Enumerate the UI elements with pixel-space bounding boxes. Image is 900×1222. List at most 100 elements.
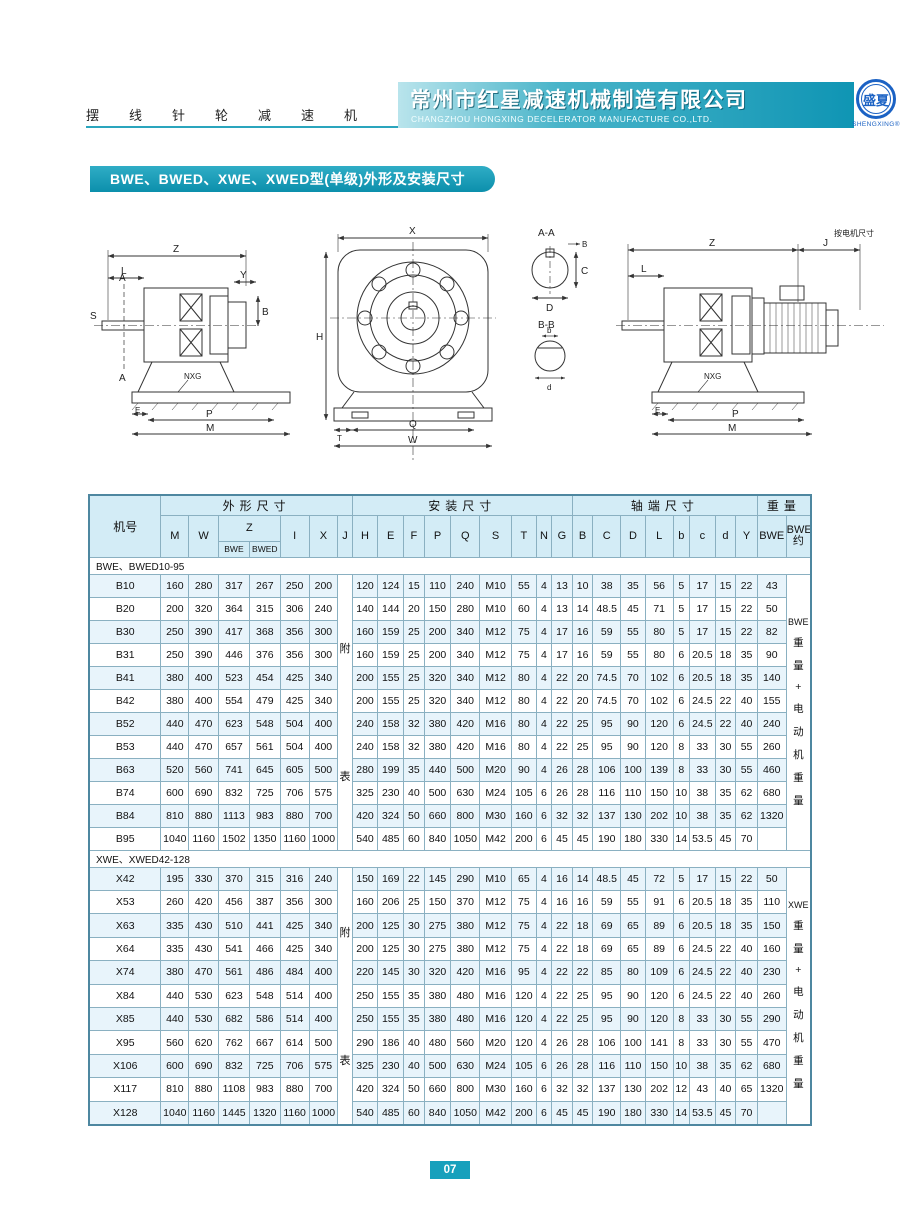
col-header: E (377, 514, 405, 558)
dim-cell: 12 (672, 1077, 690, 1102)
dim-cell: 4 (535, 573, 553, 598)
dim-cell: 300 (308, 889, 339, 915)
dim-cell: 22 (735, 596, 758, 621)
dim-cell: 50 (403, 1077, 425, 1102)
dim-cell: 125 (377, 913, 405, 938)
dim-cell: 667 (248, 1030, 281, 1055)
dim-cell: 50 (756, 866, 787, 891)
col-header: BWE (756, 514, 787, 558)
dim-cell: 109 (644, 960, 674, 985)
dim-cell: 25 (403, 889, 425, 915)
dim-cell: 26 (551, 780, 573, 805)
dim-cell: 155 (377, 688, 405, 713)
dim-cell: 69 (592, 936, 622, 962)
dim-cell: 306 (279, 596, 310, 621)
model-cell: B30 (88, 619, 162, 644)
note-char: + (795, 964, 802, 976)
dim-cell: 22 (714, 960, 737, 985)
dim-label: X (409, 226, 416, 237)
dim-cell: 554 (218, 688, 250, 713)
dim-cell: 18 (714, 889, 737, 915)
dim-cell: 100 (620, 757, 646, 782)
dim-cell: 983 (248, 1077, 281, 1102)
dim-cell: 22 (735, 573, 758, 598)
dim-cell: 24.5 (688, 983, 716, 1008)
col-header: N (535, 514, 553, 558)
dim-cell: 55 (735, 1006, 758, 1032)
dim-cell: 440 (160, 711, 190, 736)
dim-label: Q (409, 419, 417, 430)
dim-cell: 32 (571, 803, 594, 828)
dim-cell: 520 (160, 757, 190, 782)
dim-cell: 38 (688, 803, 716, 828)
dim-cell: 85 (592, 960, 622, 985)
dim-cell: 26 (551, 1030, 573, 1055)
dim-cell: 14 (571, 866, 594, 891)
dim-cell: 110 (423, 573, 452, 598)
dim-cell: 1040 (160, 1100, 190, 1126)
dim-cell: 200 (511, 826, 537, 851)
model-cell: X84 (88, 983, 162, 1008)
dim-cell: 60 (511, 596, 537, 621)
dim-label: B (262, 307, 269, 318)
dim-cell: 74.5 (592, 665, 622, 690)
dim-cell: 82 (756, 619, 787, 644)
dim-cell: 13 (551, 573, 573, 598)
dim-cell: 32 (403, 734, 425, 759)
dim-cell: 24.5 (688, 688, 716, 713)
note-char: 重 (793, 920, 804, 932)
dim-cell: 485 (377, 826, 405, 851)
dim-cell: 24.5 (688, 711, 716, 736)
col-header: S (479, 514, 513, 558)
col-header: T (511, 514, 537, 558)
dim-cell: 25 (403, 619, 425, 644)
dim-cell: 200 (308, 573, 339, 598)
dim-cell: 59 (592, 889, 622, 915)
dim-cell: 95 (592, 711, 622, 736)
dim-cell: 15 (714, 573, 737, 598)
dim-cell: 59 (592, 642, 622, 667)
note-char: 电 (793, 986, 804, 998)
dim-cell: 660 (423, 1077, 452, 1102)
dim-cell: 75 (511, 913, 537, 938)
col-header: B (571, 514, 594, 558)
dim-cell: 160 (351, 642, 379, 667)
model-cell: X117 (88, 1077, 162, 1102)
note-char: 附 (339, 643, 351, 655)
dim-cell: 95 (592, 983, 622, 1008)
dim-cell: 35 (620, 573, 646, 598)
dim-cell: 155 (377, 1006, 405, 1032)
dim-cell: 504 (279, 711, 310, 736)
dim-cell: 40 (403, 1030, 425, 1055)
company-name-en: CHANGZHOU HONGXING DECELERATOR MANUFACTU… (411, 114, 713, 124)
dim-cell: 316 (279, 866, 310, 891)
col-subheader: BWE (218, 540, 250, 558)
dim-cell: 75 (511, 936, 537, 962)
dim-cell: 500 (308, 1030, 339, 1055)
dim-cell: 460 (756, 757, 787, 782)
dim-cell: 510 (218, 913, 250, 938)
dim-cell: 725 (248, 1053, 281, 1079)
dim-cell: 340 (308, 913, 339, 938)
dim-cell: 120 (511, 1006, 537, 1032)
section-row: XWE、XWED42-128 (88, 849, 812, 868)
note-char: 重 (793, 1055, 804, 1067)
dim-cell: 340 (308, 665, 339, 690)
dim-cell: 320 (423, 688, 452, 713)
model-cell: X74 (88, 960, 162, 985)
dim-cell: 700 (308, 803, 339, 828)
dim-cell: 102 (644, 665, 674, 690)
dim-cell: 91 (644, 889, 674, 915)
dim-cell: 1000 (308, 826, 339, 851)
section-label: A-A (538, 228, 555, 239)
model-cell: B63 (88, 757, 162, 782)
dim-cell: 560 (450, 1030, 481, 1055)
dim-cell: 4 (535, 619, 553, 644)
dim-cell: 35 (403, 983, 425, 1008)
dim-cell: 880 (188, 1077, 220, 1102)
